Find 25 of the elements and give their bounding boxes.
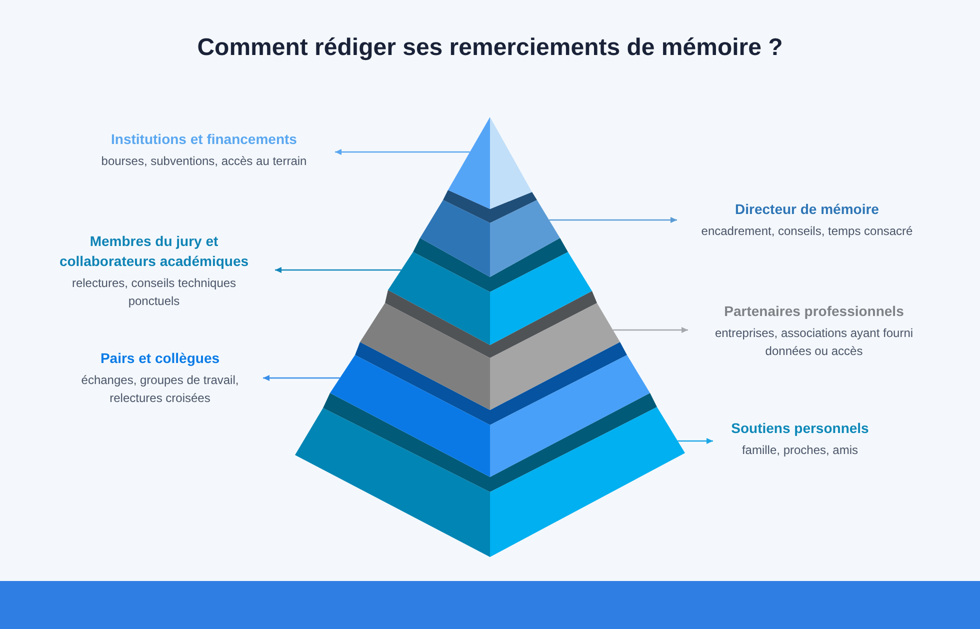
tier-heading: Directeur de mémoire — [735, 200, 879, 219]
tier-description: bourses, subventions, accès au terrain — [101, 153, 307, 170]
tier-heading: Partenaires professionnels — [724, 302, 904, 321]
connector-arrow — [612, 327, 688, 333]
pyramid-tier — [360, 290, 620, 410]
tier-heading: Soutiens personnels — [731, 419, 869, 438]
pyramid-tier — [330, 342, 650, 477]
tier-description: encadrement, conseils, temps consacré — [701, 223, 913, 240]
pyramid-tier — [420, 190, 560, 277]
tier-description: relectures, conseils techniques ponctuels — [70, 275, 238, 310]
tier-heading: Pairs et collègues — [100, 349, 220, 368]
pyramid-tier — [388, 238, 592, 345]
connector-arrow — [275, 267, 402, 273]
connector-arrow — [263, 375, 340, 381]
tier-description: échanges, groupes de travail, relectures croisées — [80, 372, 240, 407]
connector-arrow — [335, 149, 470, 155]
pyramid-tier — [295, 393, 685, 557]
tier-description: entreprises, associations ayant fourni données ou accès — [714, 325, 914, 360]
tier-heading: Institutions et financements — [111, 130, 297, 149]
pyramid-apex — [448, 117, 532, 209]
diagram-title: Comment rédiger ses remerciements de mémoire ? — [196, 33, 784, 63]
connector-arrow — [678, 438, 713, 444]
connector-arrow — [549, 217, 677, 223]
tier-heading: Membres du jury et collaborateurs académiques — [58, 232, 250, 271]
tier-description: famille, proches, amis — [742, 442, 858, 459]
